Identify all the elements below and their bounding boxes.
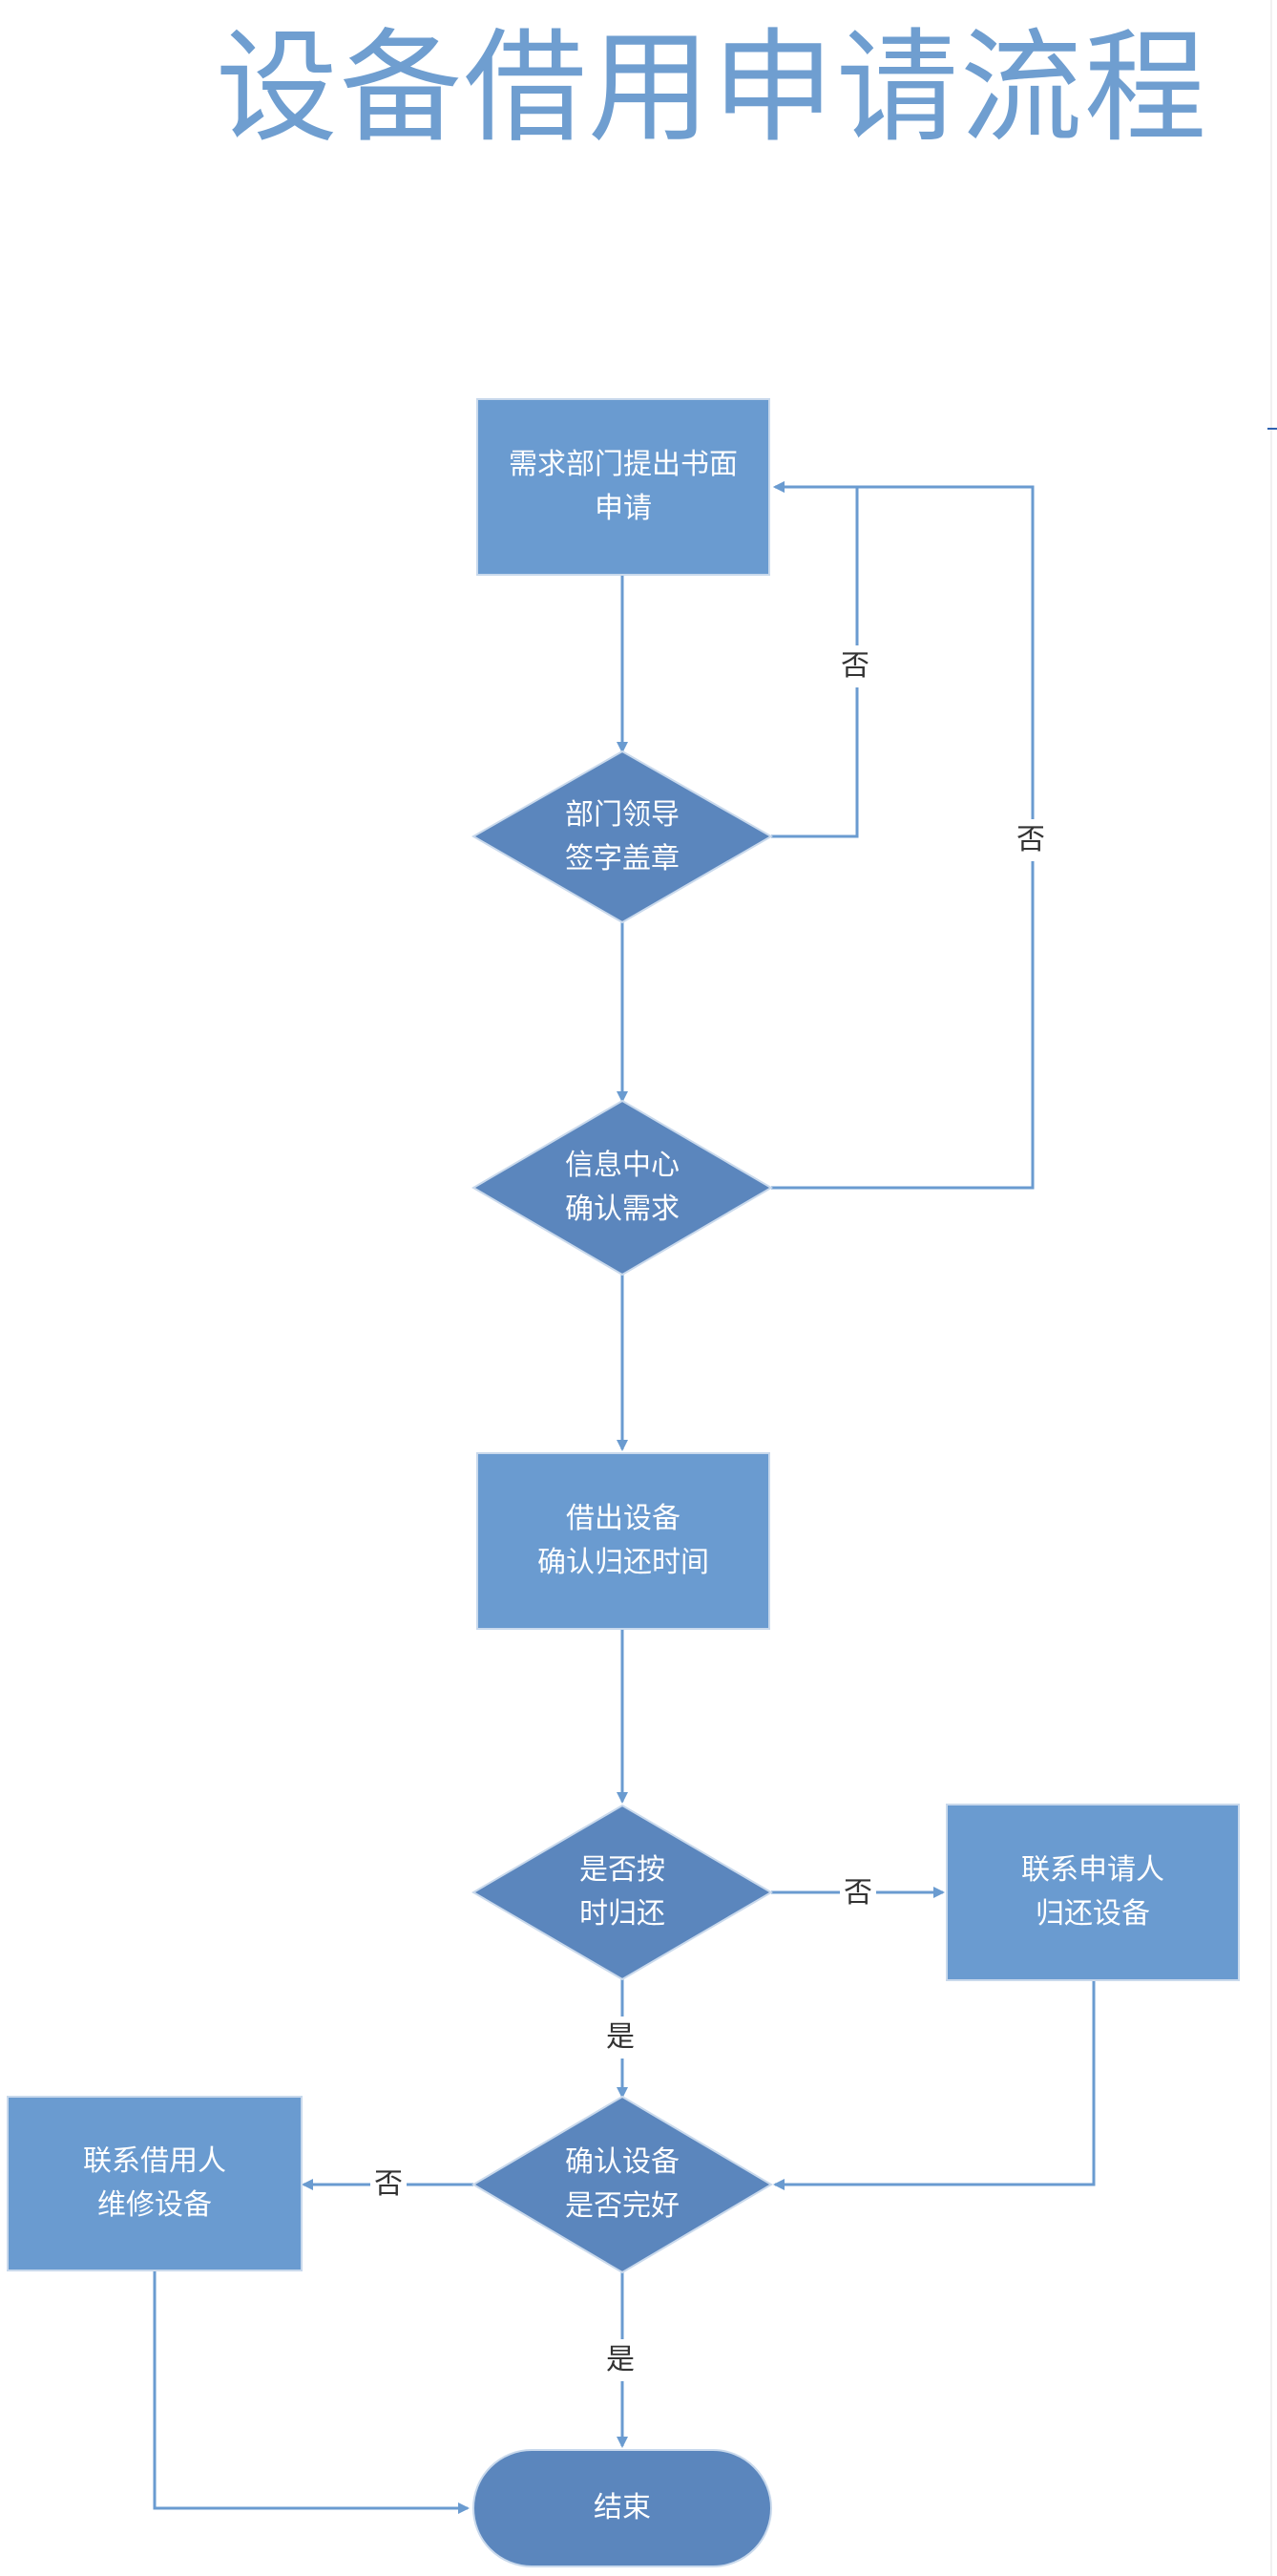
edge-label-leader-no: 否	[841, 645, 869, 687]
edge-label-info-no: 否	[1016, 819, 1045, 861]
edge-contact-return-to-deviceok	[773, 1980, 1096, 2190]
page-title: 设备借用申请流程	[216, 17, 1209, 159]
decision-info-confirm	[471, 1099, 773, 1277]
terminal-end	[472, 2449, 772, 2567]
edge-label-ontime-yes: 是	[606, 2016, 635, 2059]
edge-label-ontime-no: 否	[840, 1876, 876, 1911]
decision-on-time	[471, 1804, 773, 1981]
edge-label-deviceok-no: 否	[370, 2167, 407, 2202]
process-box-contact-repair	[7, 2096, 303, 2271]
process-box-lend	[476, 1452, 770, 1630]
edge-label-deviceok-yes: 是	[606, 2339, 635, 2381]
edge-repair-to-end	[153, 2270, 470, 2514]
process-box-contact-return	[946, 1804, 1240, 1981]
decision-device-ok	[471, 2095, 773, 2274]
process-box-request	[476, 398, 770, 576]
page-edge-tick	[1267, 428, 1277, 430]
decision-leader-sign	[471, 750, 774, 924]
page-edge-rule	[1270, 0, 1272, 2576]
